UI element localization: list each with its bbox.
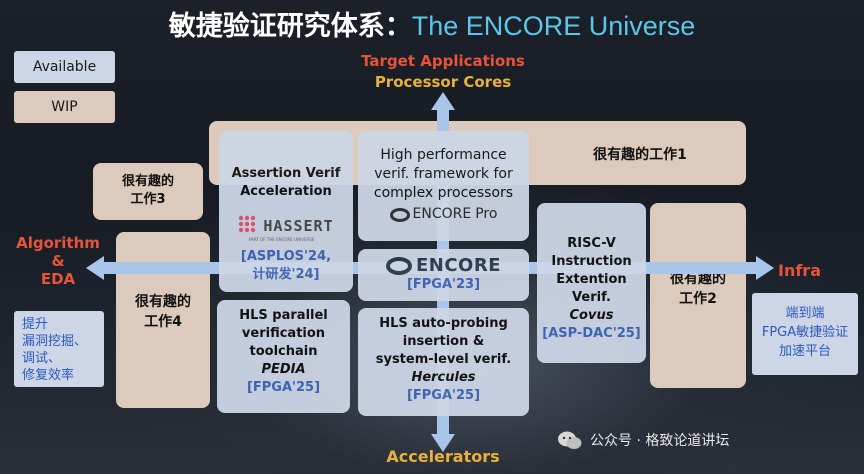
watermark-text: 公众号 · 格致论道讲坛 <box>590 433 730 449</box>
work4-line1: 很有趣的 <box>135 294 191 310</box>
covus-cite: [ASP-DAC'25] <box>542 326 641 341</box>
encore-pro-box: High performance verif. framework for co… <box>358 131 529 241</box>
encore-pro-line2: verif. framework for <box>374 166 513 182</box>
work3-line1: 很有趣的 <box>121 174 174 189</box>
axis-top-target: Target Applications <box>361 52 525 70</box>
hercules-line2: insertion & <box>402 334 485 349</box>
encore-pro-line3: complex processors <box>373 185 514 201</box>
encore-pro-logo: ENCORE Pro <box>358 205 529 224</box>
pedia-name: PEDIA <box>261 362 306 377</box>
work4-line2: 工作4 <box>144 314 182 330</box>
legend-available: Available <box>14 51 115 83</box>
right-note-line1: 端到端 <box>785 306 825 321</box>
arrow-up-icon <box>431 92 455 110</box>
covus-line2: Instruction <box>551 254 632 269</box>
left-note-line2: 漏洞挖掘、 <box>22 334 88 349</box>
hercules-cite: [FPGA'25] <box>406 388 481 403</box>
axis-left-label: Algorithm & EDA <box>8 234 108 288</box>
work3-box: 很有趣的 工作3 <box>93 163 203 220</box>
hercules-box: HLS auto-probing insertion & system-leve… <box>358 308 529 416</box>
watermark: 公众号 · 格致论道讲坛 <box>556 428 856 452</box>
title-en: The ENCORE Universe <box>411 11 696 41</box>
work2-line2: 工作2 <box>679 291 717 307</box>
left-note-line3: 调试、 <box>22 351 62 366</box>
work2-box: 很有趣的 工作2 <box>650 203 746 388</box>
work2-line1: 很有趣的 <box>670 271 726 287</box>
encore-logo-text: ENCORE <box>415 255 502 276</box>
hassert-cite-1: [ASPLOS'24, <box>240 249 332 264</box>
wechat-icon <box>558 431 582 449</box>
hassert-logo-sub: PART OF THE ENCORE UNIVERSE <box>249 237 315 242</box>
axis-left-line3: EDA <box>40 270 76 288</box>
encore-pro-logo-text: ENCORE <box>412 206 472 222</box>
encore-logo-ring-icon <box>385 257 412 275</box>
pedia-box: HLS parallel verification toolchain PEDI… <box>217 300 350 413</box>
covus-name: Covus <box>569 308 614 323</box>
hassert-logo: HASSERT <box>219 215 353 237</box>
right-note-box: 端到端 FPGA敏捷验证 加速平台 <box>752 293 858 375</box>
encore-cite: [FPGA'23] <box>406 277 481 292</box>
axis-left-line2: & <box>51 252 65 270</box>
page-title: 敏捷验证研究体系：The ENCORE Universe <box>0 4 864 43</box>
arrow-left-icon <box>86 256 104 280</box>
hassert-dots-icon <box>239 215 256 233</box>
title-zh: 敏捷验证研究体系： <box>168 11 412 42</box>
arrow-right-icon <box>756 256 774 280</box>
covus-line3: Extention <box>556 272 627 287</box>
hassert-box: Assertion Verif Acceleration HASSERT PAR… <box>219 131 353 292</box>
covus-line4: Verif. <box>572 290 611 305</box>
pedia-line3: toolchain <box>249 344 318 359</box>
work1-label: 很有趣的工作1 <box>593 147 687 163</box>
axis-top-processor: Processor Cores <box>374 73 512 91</box>
encore-box: ENCORE [FPGA'23] <box>358 249 529 301</box>
axis-bottom-label: Accelerators <box>386 447 500 466</box>
left-note-box: 提升 漏洞挖掘、 调试、 修复效率 <box>14 311 104 387</box>
hassert-logo-text: HASSERT <box>263 217 334 235</box>
hassert-line2: Acceleration <box>240 184 332 199</box>
pedia-line2: verification <box>241 326 326 341</box>
hassert-line1: Assertion Verif <box>231 166 341 181</box>
pedia-cite: [FPGA'25] <box>246 380 321 395</box>
axis-left-line1: Algorithm <box>16 234 100 252</box>
arrow-down-icon <box>431 434 455 452</box>
hercules-line1: HLS auto-probing <box>379 316 508 331</box>
left-note-line1: 提升 <box>22 317 49 332</box>
hassert-cite-2: 计研发'24] <box>252 267 320 282</box>
pedia-line1: HLS parallel <box>239 308 328 323</box>
right-note-line2: FPGA敏捷验证 <box>761 325 849 340</box>
encore-ring-icon <box>389 207 410 222</box>
encore-pro-line1: High performance <box>380 147 507 163</box>
right-note-line3: 加速平台 <box>778 344 831 359</box>
encore-pro-logo-suffix: Pro <box>475 206 498 222</box>
encore-logo: ENCORE <box>358 256 529 276</box>
covus-line1: RISC-V <box>567 236 616 251</box>
hercules-name: Hercules <box>411 370 476 385</box>
left-note-line4: 修复效率 <box>22 368 75 383</box>
axis-right-label: Infra <box>778 261 821 280</box>
work3-line2: 工作3 <box>130 192 166 207</box>
hercules-line3: system-level verif. <box>375 352 512 367</box>
legend-wip: WIP <box>14 91 115 123</box>
covus-box: RISC-V Instruction Extention Verif. Covu… <box>537 203 646 363</box>
work4-box: 很有趣的 工作4 <box>116 232 210 408</box>
